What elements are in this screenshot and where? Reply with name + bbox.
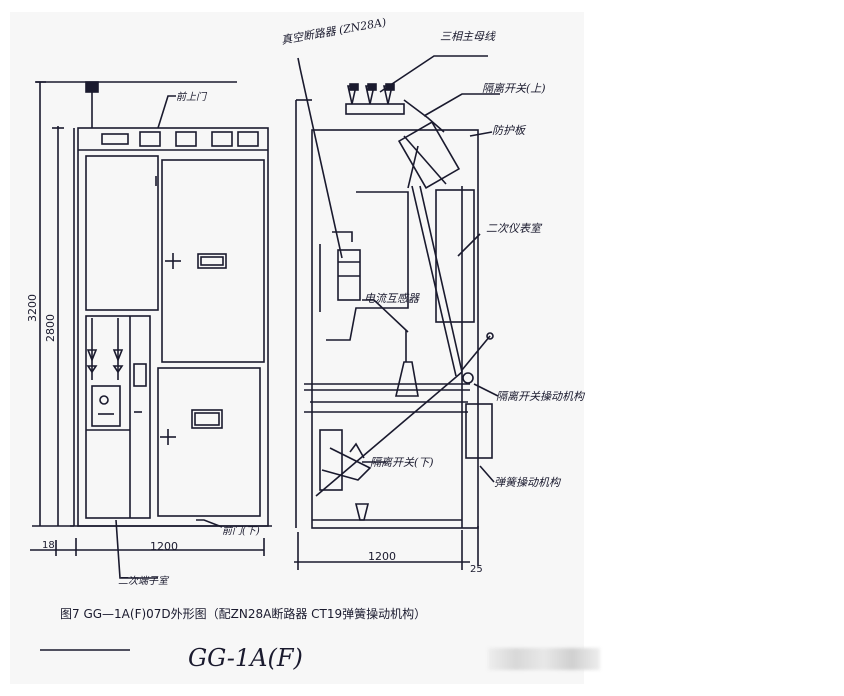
dim-side-depth: 1200: [368, 550, 396, 563]
side-view: [294, 55, 500, 570]
upper-door-window: [197, 253, 227, 269]
leader-upper-door: [157, 95, 176, 129]
label-upper-disconnector: 隔离开关(上): [482, 82, 546, 95]
label-secondary-room: 二次端子室: [118, 575, 170, 587]
leader-spring-mech: [479, 465, 495, 483]
leader-breaker: [297, 57, 343, 259]
current-transformer: [394, 361, 419, 397]
leader-secondary-room: [115, 519, 158, 579]
breaker-pole: [337, 249, 361, 301]
leader-upper-disconnector: [423, 93, 500, 117]
leader-main-bus: [379, 55, 488, 93]
label-upper-door: 前上门: [176, 91, 208, 103]
blurred-watermark: [488, 648, 600, 670]
front-view: [30, 81, 272, 579]
label-instrument-room: 二次仪表室: [486, 222, 543, 235]
front-lower-door: [157, 367, 261, 517]
dim-cabinet-height: 2800: [44, 314, 57, 342]
dim-front-width: 1200: [150, 540, 178, 553]
label-lower-door: 前门(下): [222, 525, 260, 537]
leader-protection-plate: [469, 131, 493, 137]
front-cabinet-outline: [77, 127, 269, 527]
spring-mechanism: [465, 403, 493, 459]
label-disconnector-mech: 隔离开关操动机构: [496, 390, 586, 403]
main-bus: [345, 103, 405, 115]
upper-disconnector: [397, 121, 461, 189]
label-current-transformer: 电流互感器: [364, 292, 420, 305]
handwritten-model: GG-1A(F): [188, 644, 303, 672]
figure-caption: 图7 GG—1A(F)07D外形图（配ZN28A断路器 CT19弹簧操动机构）: [60, 606, 426, 621]
scanned-paper: [10, 12, 584, 684]
front-upper-door: [161, 159, 265, 363]
dim-side-offset: 25: [470, 564, 483, 575]
meter-panel: [91, 385, 121, 427]
label-protection-plate: 防护板: [492, 124, 527, 137]
leader-current-transformer: [362, 299, 409, 333]
leader-instrument-room: [457, 233, 481, 257]
front-upper-left-panel: [85, 155, 159, 311]
label-breaker: 真空断路器 (ZN28A): [280, 16, 387, 47]
dim-total-height: 3200: [26, 294, 39, 322]
leader-lower-door: [196, 519, 223, 528]
front-secondary-room: [85, 315, 151, 519]
leader-disconnector-mech: [473, 383, 499, 397]
label-lower-disconnector: 隔离开关(下): [370, 456, 434, 469]
instrument-room: [435, 189, 475, 323]
side-cabinet-outline: [311, 129, 479, 529]
dim-base-offset: 18: [42, 540, 55, 551]
lower-disconnector: [319, 429, 343, 491]
lower-door-window: [191, 409, 223, 429]
label-spring-mech: 弹簧操动机构: [494, 476, 562, 489]
label-main-bus: 三相主母线: [440, 30, 496, 43]
